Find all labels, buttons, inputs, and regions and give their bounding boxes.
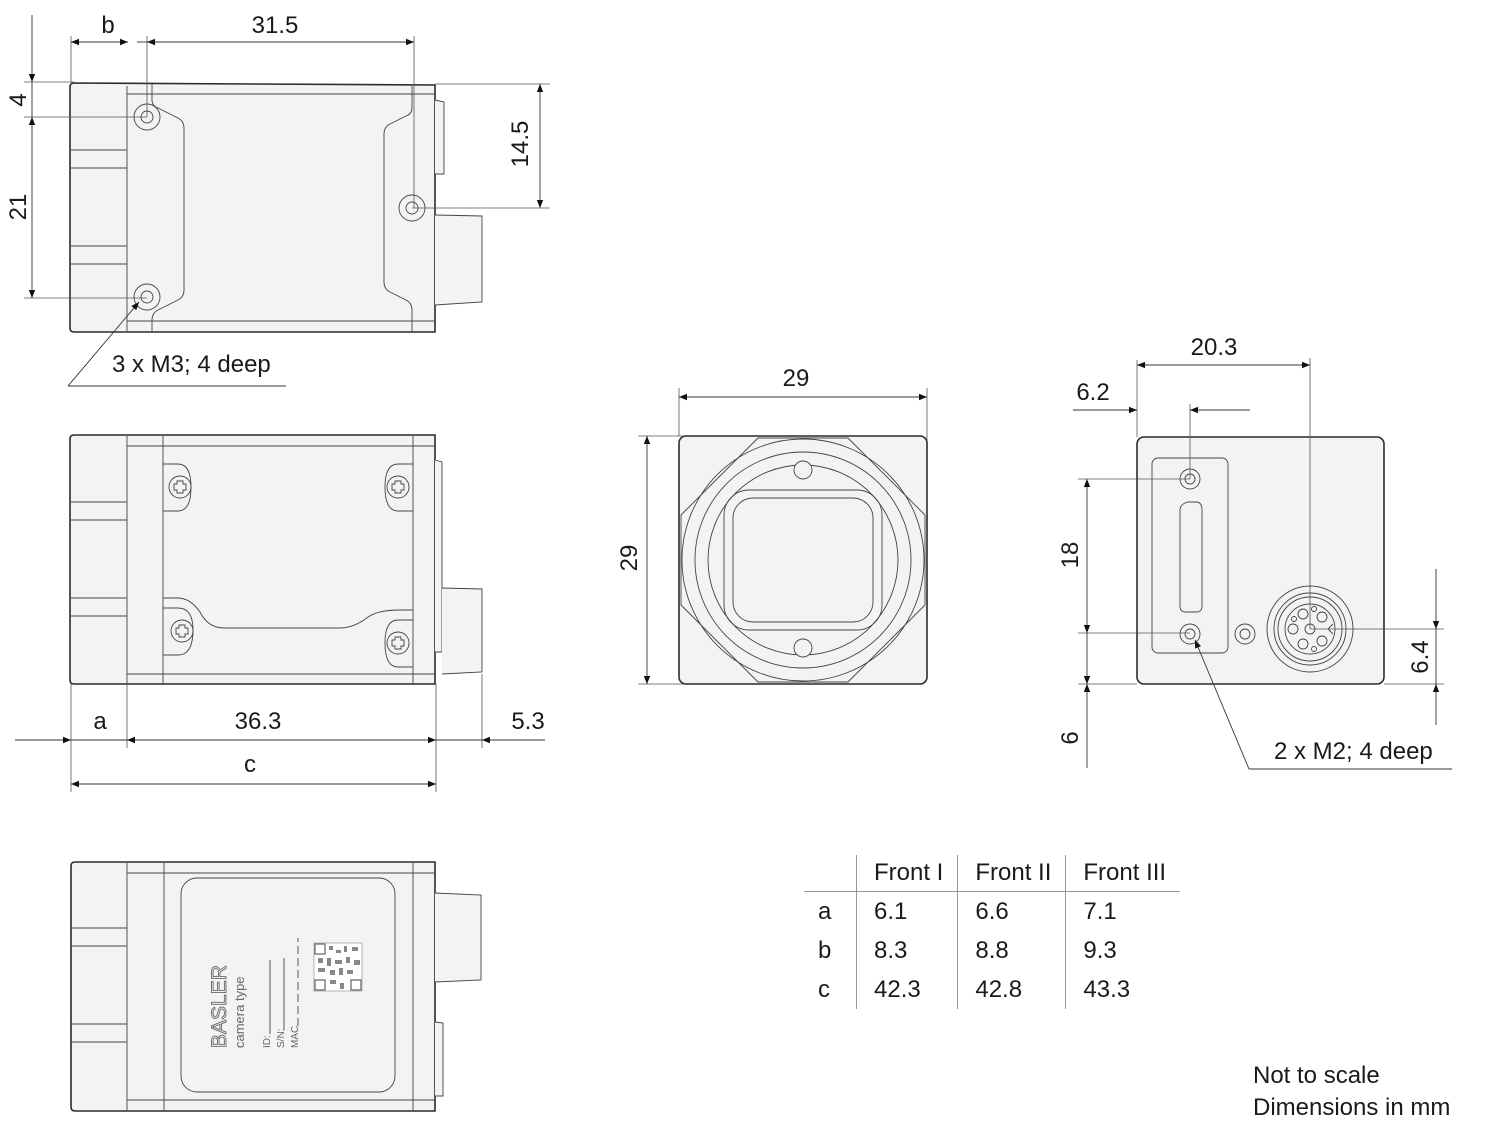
id-label: ID:	[262, 1035, 273, 1048]
dim-label-b: b	[101, 12, 114, 39]
table-row: a 6.1 6.6 7.1	[804, 891, 1181, 931]
dim-label-front-height: 29	[616, 545, 643, 572]
table-header-front-3: Front III	[1065, 855, 1181, 892]
note-scale: Not to scale	[1253, 1062, 1380, 1089]
dim-label-front-width: 29	[783, 365, 810, 392]
callout-m2-holes: 2 x M2; 4 deep	[1274, 738, 1433, 765]
camera-type-label: camera type	[232, 976, 247, 1048]
side-view: a 36.3 5.3 c	[15, 434, 545, 792]
table-row: c 42.3 42.8 43.3	[804, 970, 1181, 1009]
table-header-front-2: Front II	[957, 855, 1066, 892]
table-header-corner	[804, 855, 857, 892]
screw-icon	[386, 631, 410, 655]
dim-label-4: 4	[5, 93, 32, 106]
screw-icon	[170, 619, 194, 643]
dim-label-14-5: 14.5	[507, 121, 534, 168]
dim-label-36-3: 36.3	[235, 708, 282, 735]
dim-label-21: 21	[5, 194, 32, 221]
dim-label-c: c	[244, 751, 256, 778]
bottom-view: BASLER camera type ID: S/N: MAC	[70, 861, 482, 1112]
table-cell: 8.8	[957, 931, 1066, 970]
back-view: 20.3 6.2 18 6 6.4 2 x M2; 4 deep	[1057, 334, 1452, 770]
table-cell: 9.3	[1065, 931, 1181, 970]
table-cell: 8.3	[855, 931, 958, 970]
note-units: Dimensions in mm	[1253, 1094, 1451, 1121]
front-variant-table: Front I Front II Front III a 6.1 6.6 7.1…	[804, 855, 1181, 1009]
product-label-plate	[180, 877, 396, 1093]
top-view: b 31.5 4 21 14.5 3 x M3; 4 deep	[5, 12, 550, 387]
table-header-row: Front I Front II Front III	[804, 855, 1181, 892]
dim-label-18: 18	[1057, 542, 1084, 569]
dim-label-20-3: 20.3	[1191, 334, 1238, 361]
qr-code	[313, 942, 363, 992]
front-view: 29 29	[616, 365, 928, 685]
dim-label-6-2: 6.2	[1076, 379, 1109, 406]
row-key: a	[818, 897, 832, 925]
table-cell: 6.6	[957, 891, 1066, 931]
screw-icon	[386, 475, 410, 499]
table-cell: 43.3	[1065, 970, 1181, 1009]
row-key: b	[818, 936, 832, 964]
table-cell: 42.8	[957, 970, 1066, 1009]
table-cell: 7.1	[1065, 891, 1181, 931]
screw-icon	[168, 475, 192, 499]
dim-label-6-4: 6.4	[1407, 640, 1434, 673]
mac-label: MAC	[290, 1026, 301, 1048]
brand-logo: BASLER	[208, 965, 231, 1048]
sn-label: S/N:	[276, 1029, 287, 1048]
drawing-notes: Not to scale Dimensions in mm	[1253, 1060, 1450, 1124]
product-label-text: BASLER camera type ID: S/N: MAC	[208, 938, 301, 1048]
table-header-front-1: Front I	[855, 855, 958, 892]
callout-m3-holes: 3 x M3; 4 deep	[112, 351, 271, 378]
dim-label-31-5: 31.5	[252, 12, 299, 39]
table-cell: 42.3	[855, 970, 958, 1009]
dim-label-6: 6	[1057, 731, 1084, 744]
table-cell: 6.1	[855, 891, 958, 931]
table-row: b 8.3 8.8 9.3	[804, 931, 1181, 970]
dim-label-a: a	[93, 708, 107, 735]
dim-label-5-3: 5.3	[511, 708, 544, 735]
row-key: c	[818, 975, 830, 1003]
